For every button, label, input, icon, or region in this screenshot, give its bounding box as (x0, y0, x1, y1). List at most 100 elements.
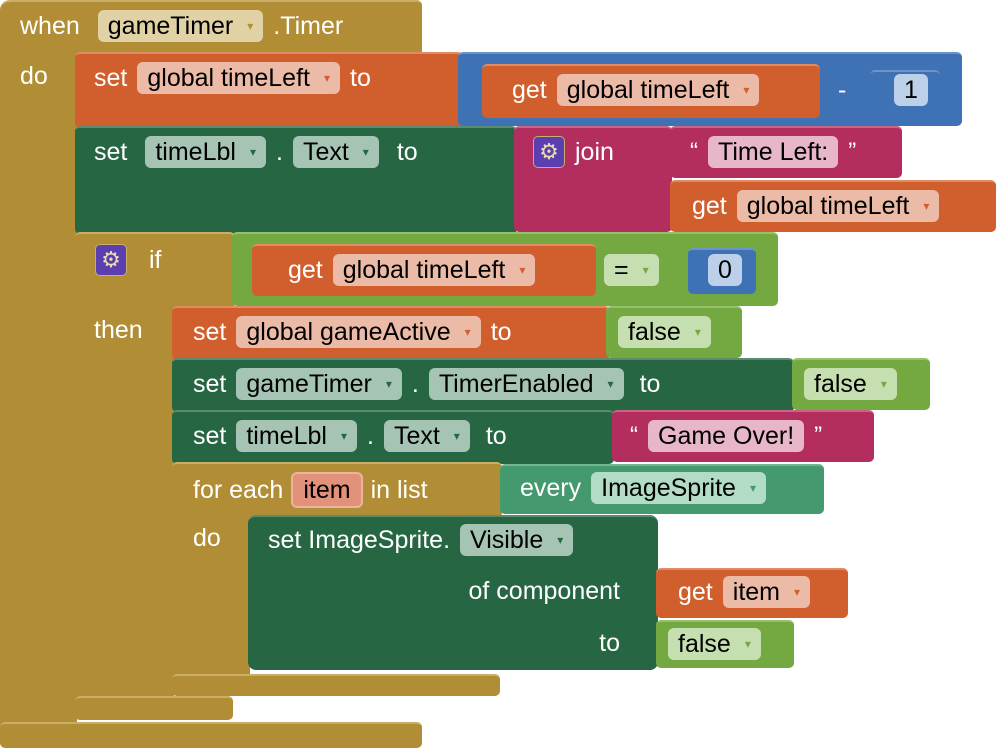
if-block-body (75, 300, 174, 720)
dropdown-arrow-icon: ▾ (464, 325, 471, 339)
do-label: do (20, 62, 48, 90)
dot-label: . (366, 421, 374, 450)
variable-dropdown[interactable]: global timeLeft▾ (137, 62, 340, 94)
property-dropdown[interactable]: Text ▾ (383, 420, 470, 452)
property-dropdown[interactable]: TimerEnabled ▾ (428, 368, 624, 400)
component-dropdown[interactable]: timeLbl ▾ (145, 136, 266, 168)
component-type-dropdown[interactable]: ImageSprite ▾ (591, 472, 766, 504)
gear-icon[interactable]: ⚙ (533, 136, 565, 168)
property-dropdown[interactable]: Text▾ (292, 136, 379, 168)
dropdown-value: Text (302, 137, 349, 166)
set-label: set (193, 317, 227, 346)
if-block-footer (75, 696, 233, 720)
dropdown-arrow-icon: ▾ (247, 19, 254, 33)
dropdown-value: false (814, 369, 867, 398)
set-generic-label: set ImageSprite. (268, 525, 451, 554)
to-label: to (396, 137, 418, 166)
event-name: .Timer (273, 11, 344, 40)
variable-dropdown[interactable]: global timeLeft ▾ (736, 190, 940, 222)
dropdown-value: global timeLeft (746, 191, 910, 220)
dropdown-arrow-icon: ▾ (453, 429, 460, 443)
dropdown-value: false (678, 629, 731, 658)
set-label: set (193, 369, 227, 398)
variable-dropdown[interactable]: global timeLeft ▾ (556, 74, 760, 106)
open-quote: “ (690, 138, 698, 165)
component-dropdown[interactable]: gameTimer ▾ (236, 368, 402, 400)
operator-dropdown[interactable]: =▾ (604, 254, 659, 286)
when-label: when (20, 11, 80, 40)
text-field[interactable]: Game Over! (648, 420, 805, 452)
dropdown-value: timeLbl (155, 137, 236, 166)
property-dropdown[interactable]: Visible ▾ (460, 524, 574, 556)
do-label: do (193, 524, 221, 552)
dropdown-value: global timeLeft (566, 75, 730, 104)
in-list-label: in list (370, 475, 428, 504)
get-label: get (288, 255, 323, 284)
gear-icon[interactable]: ⚙ (95, 244, 127, 276)
dropdown-value: global timeLeft (342, 255, 506, 284)
dropdown-arrow-icon: ▾ (249, 145, 256, 159)
to-label: to (485, 421, 507, 450)
to-label: to (350, 63, 371, 92)
get-label: get (512, 75, 547, 104)
dropdown-value: Visible (470, 525, 544, 554)
component-dropdown[interactable]: timeLbl ▾ (236, 420, 357, 452)
dropdown-value: Text (393, 421, 440, 450)
get-label: get (692, 191, 727, 220)
then-label: then (94, 316, 143, 344)
boolean-dropdown[interactable]: false ▾ (618, 316, 711, 348)
event-block-body (0, 50, 77, 748)
if-label: if (149, 245, 162, 274)
close-quote: ” (814, 422, 823, 449)
event-block-footer (0, 722, 422, 748)
for-each-label: for each (193, 475, 284, 504)
open-quote: “ (630, 422, 638, 449)
to-label: to (490, 317, 512, 346)
dot-label: . (411, 369, 419, 398)
dropdown-arrow-icon: ▾ (340, 429, 347, 443)
close-quote: ” (848, 138, 857, 165)
dropdown-arrow-icon: ▾ (519, 263, 526, 277)
boolean-dropdown[interactable]: false ▾ (804, 368, 897, 400)
dropdown-arrow-icon: ▾ (743, 83, 750, 97)
dropdown-value: item (732, 577, 780, 606)
dropdown-value: gameTimer (246, 369, 372, 398)
every-label: every (520, 473, 582, 502)
set-label: set (94, 63, 128, 92)
dropdown-arrow-icon: ▾ (744, 637, 751, 651)
dropdown-arrow-icon: ▾ (694, 325, 701, 339)
of-component-label: of component (468, 577, 621, 605)
set-ImageSprite-Visible-block[interactable] (248, 515, 658, 670)
for-each-footer (172, 674, 500, 696)
dropdown-value: global gameActive (246, 317, 451, 346)
to-label: to (639, 369, 661, 398)
dropdown-value: gameTimer (107, 11, 234, 40)
variable-dropdown[interactable]: item▾ (722, 576, 811, 608)
variable-dropdown[interactable]: global gameActive ▾ (236, 316, 481, 348)
dropdown-arrow-icon: ▾ (557, 533, 564, 547)
get-label: get (678, 577, 713, 606)
set-label: set (94, 137, 128, 166)
dropdown-value: ImageSprite (601, 473, 736, 502)
number-field[interactable]: 1 (894, 74, 928, 106)
variable-dropdown[interactable]: global timeLeft ▾ (332, 254, 536, 286)
dropdown-arrow-icon: ▾ (607, 377, 614, 391)
dropdown-value: false (628, 317, 681, 346)
text-field[interactable]: Time Left: (708, 136, 839, 168)
dropdown-arrow-icon: ▾ (749, 481, 756, 495)
dropdown-arrow-icon: ▾ (923, 199, 930, 213)
dropdown-value: TimerEnabled (438, 369, 594, 398)
dropdown-value: timeLbl (246, 421, 327, 450)
dropdown-arrow-icon: ▾ (642, 263, 649, 277)
dot-label: . (275, 137, 283, 166)
dropdown-arrow-icon: ▾ (880, 377, 887, 391)
dropdown-value: = (614, 255, 629, 284)
minus-operator: - (838, 76, 847, 104)
loop-variable-field[interactable]: item (291, 472, 363, 508)
dropdown-arrow-icon: ▾ (385, 377, 392, 391)
set-label: set (193, 421, 227, 450)
number-field[interactable]: 0 (708, 254, 742, 286)
boolean-dropdown[interactable]: false ▾ (668, 628, 761, 660)
dropdown-value: global timeLeft (147, 63, 310, 92)
component-dropdown[interactable]: gameTimer ▾ (97, 10, 264, 42)
